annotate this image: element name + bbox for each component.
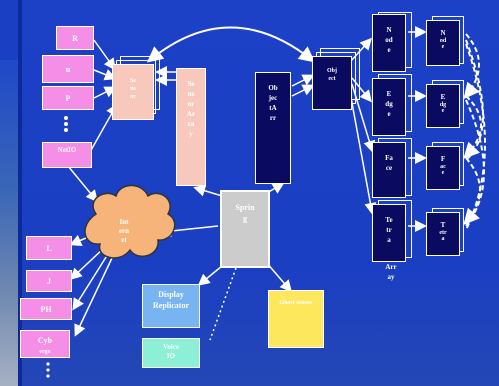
array-label-box: Array — [384, 262, 398, 332]
yellow-label: Ghost sensor — [279, 300, 312, 306]
voice-io-label: Voice IO — [163, 343, 179, 360]
node-label: Node — [385, 25, 393, 55]
t-sublabel: etra — [439, 230, 447, 242]
e-sublabel: dge — [439, 102, 447, 114]
ellipsis-dot — [46, 362, 49, 365]
ph-label: PH — [40, 305, 51, 314]
internet-to-ph — [74, 254, 108, 308]
ellipsis-dot — [46, 368, 49, 371]
display-replicator-box[interactable]: Display Replicator — [142, 284, 200, 328]
f-label: F — [441, 155, 445, 163]
r-box[interactable]: R — [56, 26, 94, 50]
ellipsis-dot — [64, 122, 68, 126]
sensor-array-label: Sensor Array — [186, 79, 196, 139]
u-box[interactable]: u — [42, 55, 94, 83]
internet-to-j — [72, 248, 104, 278]
face-label: Face — [385, 153, 393, 173]
l-label: L — [46, 244, 51, 253]
r-to-sensor — [94, 40, 114, 68]
n-sublabel: ode — [439, 38, 447, 50]
objectarr-to-object-2 — [292, 86, 312, 96]
ph-box[interactable]: PH — [20, 298, 72, 320]
e-label: E — [441, 93, 446, 101]
edge-label: Edge — [385, 89, 393, 119]
u-label: u — [66, 65, 70, 74]
netio-box[interactable]: NetIO — [42, 142, 92, 168]
sensor-label: Sensor — [129, 77, 137, 101]
spring-box[interactable]: Spring — [220, 190, 270, 268]
ellipsis-dot — [64, 116, 68, 120]
object-arr-label: ObjectArr — [268, 83, 278, 123]
p-to-sensor — [94, 88, 114, 98]
p-box[interactable]: P — [42, 86, 94, 110]
spring-to-sensorarray — [196, 188, 222, 196]
internet-label-box: Internet — [118, 218, 130, 314]
r-label: R — [72, 34, 78, 43]
cyb-sublabel: ergo — [39, 349, 50, 355]
netio-to-internet — [68, 166, 96, 200]
tetra-label: Tetra — [385, 215, 393, 245]
array-label: Array — [384, 262, 398, 282]
display-replicator-label: Display Replicator — [153, 290, 189, 310]
object-box[interactable]: Object — [312, 56, 352, 110]
sensor-object-link — [150, 28, 312, 61]
display-dotted — [210, 268, 236, 340]
n-label: N — [440, 29, 445, 37]
cyb-label: Cyb — [38, 336, 52, 345]
ref-arc-2 — [466, 96, 481, 156]
ellipsis-dot — [64, 128, 68, 132]
objectarr-to-object — [292, 76, 312, 86]
sensor-box[interactable]: Sensor — [112, 64, 154, 120]
node-box[interactable]: Node — [372, 14, 406, 72]
object-label: Object — [327, 67, 337, 83]
netio-label: NetIO — [55, 146, 79, 154]
object-to-tetra — [350, 92, 372, 212]
face-box[interactable]: Face — [372, 142, 406, 198]
internet-label: Internet — [118, 218, 130, 245]
object-arr-box[interactable]: ObjectArr — [255, 72, 291, 184]
f-sublabel: ace — [439, 164, 447, 176]
spring-label: Spring — [234, 202, 256, 224]
spring-to-display — [200, 266, 222, 284]
edge-box[interactable]: Edge — [372, 78, 406, 136]
u-to-sensor — [94, 70, 114, 78]
p-label: P — [66, 94, 71, 103]
sensor-array-box[interactable]: Sensor Array — [176, 68, 206, 186]
t-label: T — [441, 221, 446, 229]
tetra-box[interactable]: Tetra — [372, 204, 406, 262]
voice-io-box[interactable]: Voice IO — [142, 338, 200, 368]
yellow-box[interactable]: Ghost sensor — [268, 290, 324, 348]
j-box[interactable]: J — [26, 270, 72, 292]
ellipsis-dot — [46, 374, 49, 377]
cyb-box[interactable]: Cyb ergo — [20, 330, 70, 358]
j-label: J — [47, 277, 51, 286]
l-box[interactable]: L — [26, 236, 72, 260]
